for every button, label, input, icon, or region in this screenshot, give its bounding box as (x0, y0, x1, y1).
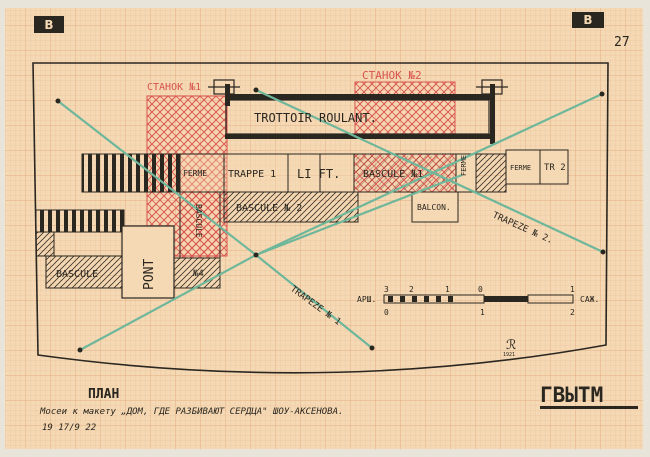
machine-2-icon (476, 79, 508, 95)
machine-1-icon (208, 79, 240, 95)
machine-2-area (354, 81, 456, 139)
label-bascule-left: BASCULE (56, 269, 98, 280)
svg-text:1: 1 (480, 308, 485, 317)
svg-text:2: 2 (409, 285, 414, 294)
label-ferme-mid: FERME (460, 155, 468, 176)
label-n4: №4 (192, 269, 204, 279)
label-machine-1: СТАНОК №1 (147, 82, 201, 93)
lift-box (287, 153, 355, 193)
label-tr2: TR 2 (544, 163, 566, 173)
corner-mark-left: B (34, 16, 64, 33)
svg-text:B: B (583, 13, 592, 27)
balcon-box (411, 191, 459, 223)
trottoir-roulant (225, 99, 490, 135)
monogram: ℛ (506, 338, 516, 353)
rail-top (225, 94, 490, 100)
tr2-box (539, 149, 569, 185)
archive-stamp: ГВЫТМ (540, 383, 603, 407)
scale-bar: АРШ. САЖ. 3 2 1 0 1 0 1 2 (357, 285, 599, 317)
svg-text:0: 0 (384, 308, 389, 317)
caption-date: 19 17/9 22 (42, 423, 96, 433)
striped-block-lower (35, 209, 125, 233)
page-number: 27 (614, 35, 630, 50)
trapeze-lines (57, 89, 604, 351)
striped-block-left (81, 153, 181, 193)
label-pont: PONT (142, 259, 157, 290)
label-balcon: BALCON. (417, 203, 451, 212)
ferme-right-box (505, 149, 541, 185)
svg-text:1: 1 (570, 285, 575, 294)
corner-mark-right: B (572, 12, 604, 28)
caption-title: ПЛАН (88, 387, 119, 402)
svg-text:2: 2 (570, 308, 575, 317)
label-ferme-left: FERME (183, 169, 207, 178)
label-machine-2: СТАНОК №2 (362, 69, 422, 82)
label-trappe: TRAPPE 1 (228, 169, 276, 180)
label-ferme-right: FERME (510, 164, 531, 172)
bascule-vertical-box (179, 191, 221, 259)
pont-box (121, 225, 175, 299)
stage-outline (32, 62, 609, 374)
label-bascule-2: BASCULE № 2 (236, 203, 302, 214)
svg-text:САЖ.: САЖ. (580, 295, 599, 304)
year-mark: 1921 (503, 352, 515, 358)
mechanism-box (475, 153, 507, 193)
label-bascule-1: BASCULE №1 (363, 169, 423, 180)
label-bascule-vertical: BASCULE (194, 204, 203, 238)
svg-text:3: 3 (384, 285, 389, 294)
label-lift: LI FT. (297, 167, 340, 181)
svg-text:АРШ.: АРШ. (357, 295, 376, 304)
svg-text:B: B (44, 18, 53, 32)
label-trottoir: TROTTOIR ROULANT. (254, 111, 377, 125)
bascule-left-box (45, 255, 123, 289)
svg-text:0: 0 (478, 285, 483, 294)
caption-subtitle: Мосеи к макету „ДОМ, ГДЕ РАЗБИВАЮТ СЕРДЦ… (39, 407, 343, 417)
svg-text:1: 1 (445, 285, 450, 294)
